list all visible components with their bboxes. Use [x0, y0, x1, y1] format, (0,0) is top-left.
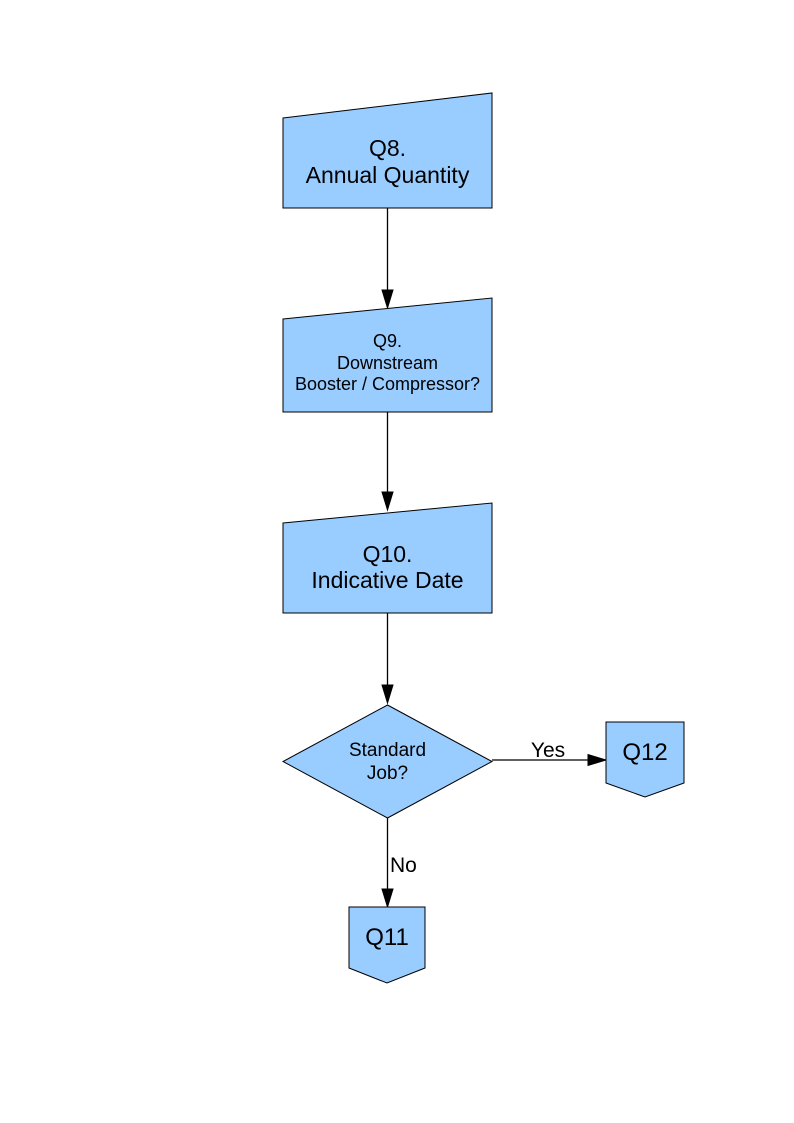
node-decision-label-line2: Job? [367, 763, 408, 784]
edge-decision-q12-arrowhead-icon [587, 753, 608, 767]
node-decision-shape [281, 704, 494, 819]
node-q11-shape [348, 906, 426, 984]
node-q9-label-line1: Q9. [373, 331, 402, 351]
edge-q9-q10-arrowhead-icon [381, 491, 394, 512]
node-q12-label: Q12 [622, 739, 667, 766]
node-q9-label-line2: Downstream [337, 353, 438, 373]
node-q10-label-line1: Q10. [363, 541, 413, 567]
edge-decision-q11-arrowhead-icon [381, 888, 394, 909]
node-q12-shape [605, 721, 685, 798]
node-q10-shape [282, 502, 493, 614]
node-q10-label-line2: Indicative Date [311, 567, 463, 593]
node-q8-label-line2: Annual Quantity [306, 162, 470, 188]
edge-yes-label: Yes [531, 739, 565, 762]
edge-q8-q9-arrowhead-icon [381, 289, 394, 310]
node-q8-shape [282, 92, 493, 209]
node-decision-label-line1: Standard [349, 740, 426, 761]
node-q9-shape [282, 297, 493, 413]
edge-q10-decision-arrowhead-icon [381, 684, 394, 705]
node-q11-label: Q11 [365, 924, 409, 951]
node-q9-label-line3: Booster / Compressor? [295, 374, 480, 394]
edge-no-label: No [390, 854, 417, 877]
node-q8-label-line1: Q8. [369, 135, 406, 161]
